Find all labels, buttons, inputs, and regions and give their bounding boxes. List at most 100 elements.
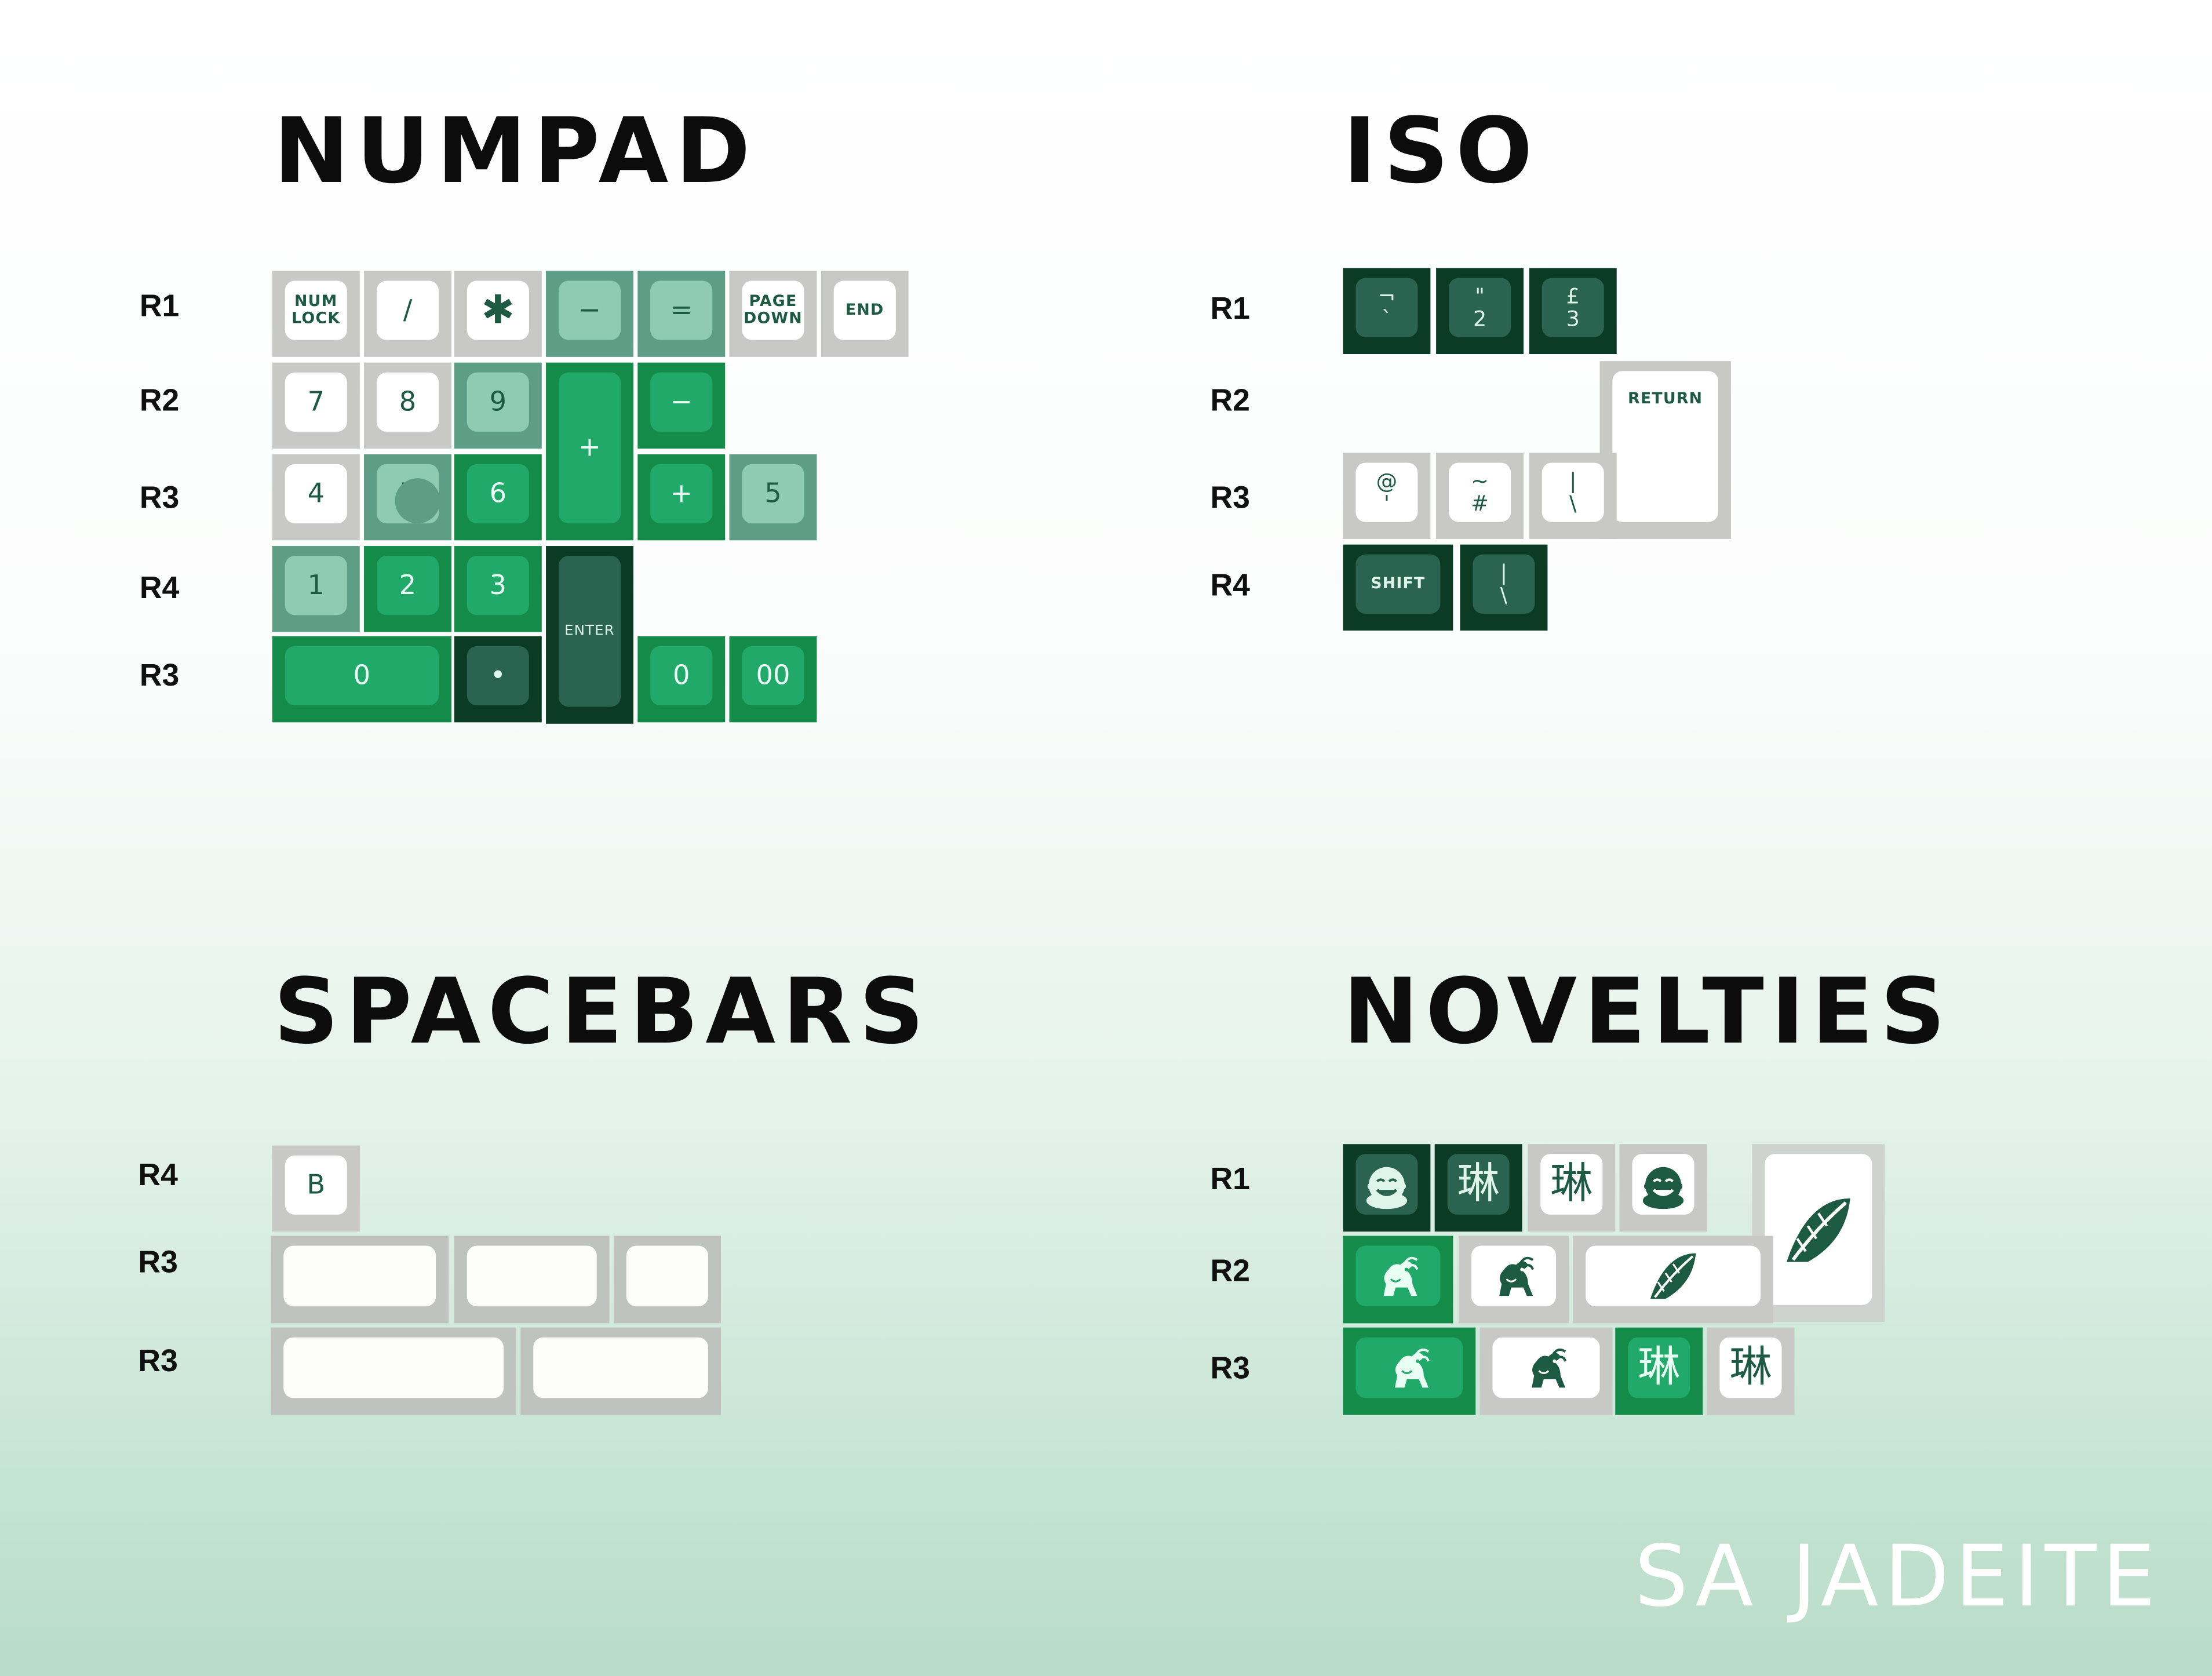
- spacebar-r3-b: [454, 1236, 610, 1324]
- buddha-icon: [1642, 1166, 1684, 1208]
- numpad-key-7-legend: 7: [285, 372, 347, 432]
- numpad-key-5-homing: 5: [364, 454, 451, 541]
- novelty-lin-green: 琳: [1615, 1327, 1703, 1415]
- numpad-r1-key-0-legend: NUM LOCK: [285, 280, 347, 340]
- novelty-lin-dark-legend: 琳: [1447, 1154, 1510, 1215]
- spacebar-b-key-legend: B: [285, 1155, 347, 1215]
- spacebars-title: SPACEBARS: [274, 960, 931, 1065]
- numpad-key-7: 7: [272, 362, 360, 449]
- numpad-key-8: 8: [364, 362, 451, 449]
- novelty-lin-light-2-legend: 琳: [1719, 1337, 1782, 1398]
- iso-r1-key-0-legend: ¬ `: [1355, 278, 1418, 337]
- numpad-key-3-legend: 3: [467, 556, 529, 615]
- numpad-r1-key-2: ✱: [454, 271, 542, 357]
- numpad-key-0: 0: [637, 636, 726, 723]
- spacebar-r3-b-legend: [467, 1245, 597, 1307]
- novelty-lin-light-legend: 琳: [1540, 1154, 1603, 1215]
- numpad-key-decimal: •: [454, 636, 542, 723]
- numpad-plus-tall: +: [546, 362, 634, 541]
- numpad-plus-legend: +: [650, 464, 713, 524]
- numpad-r1-key-3: −: [546, 271, 634, 357]
- numpad-plus-tall-legend: +: [558, 372, 621, 524]
- numpad-key-00: 00: [729, 636, 817, 723]
- numpad-key-2: 2: [364, 546, 451, 632]
- numpad-key-0-legend: 0: [650, 646, 713, 706]
- numpad-key-4: 4: [272, 454, 360, 541]
- numpad-r1-key-6-legend: END: [833, 280, 896, 340]
- spacebar-r3-wide-a: [271, 1327, 516, 1415]
- row-label-spacebars-2: R3: [138, 1343, 178, 1379]
- novelty-lin-light-2: 琳: [1707, 1327, 1795, 1415]
- iso-r1-key-0: ¬ `: [1343, 268, 1431, 355]
- row-label-novelties-0: R1: [1210, 1161, 1250, 1197]
- numpad-key-2-legend: 2: [376, 556, 439, 615]
- novelty-lin-dark: 琳: [1434, 1144, 1522, 1232]
- cabbage-icon: [1650, 1253, 1696, 1299]
- novelties-title: NOVELTIES: [1343, 960, 1952, 1065]
- row-label-numpad-1: R2: [139, 382, 180, 418]
- numpad-key-4-legend: 4: [285, 464, 347, 524]
- numpad-r1-key-6: END: [821, 271, 909, 357]
- numpad-r1-key-4-legend: =: [650, 280, 713, 340]
- cabbage-icon: [1787, 1197, 1850, 1262]
- numpad-r1-key-1-legend: /: [376, 280, 439, 340]
- numpad-key-1: 1: [272, 546, 360, 632]
- row-label-iso-1: R2: [1210, 382, 1250, 418]
- spacebar-b-key: B: [272, 1145, 360, 1232]
- novelty-cabbage-tall-legend: [1765, 1154, 1872, 1305]
- numpad-key-5-alt: 5: [729, 454, 817, 541]
- numpad-minus-legend: −: [650, 372, 713, 432]
- row-label-spacebars-1: R3: [138, 1244, 178, 1280]
- novelty-qilin-green-legend: [1355, 1245, 1441, 1307]
- iso-r3-key-2: | \: [1529, 453, 1617, 539]
- numpad-key-5-alt-legend: 5: [742, 464, 804, 524]
- numpad-key-0-wide-legend: 0: [285, 646, 439, 706]
- numpad-key-5-homing-legend: 5: [376, 464, 440, 524]
- numpad-minus: −: [637, 362, 726, 449]
- novelty-qilin-green-wide-legend: [1355, 1337, 1463, 1398]
- numpad-key-3: 3: [454, 546, 542, 632]
- iso-r4-key-1-legend: | \: [1473, 554, 1535, 614]
- spacebar-r3-a-legend: [283, 1245, 436, 1307]
- numpad-r1-key-4: =: [637, 271, 726, 357]
- novelty-lin-light: 琳: [1528, 1144, 1616, 1232]
- iso-r3-key-2-legend: | \: [1542, 462, 1604, 522]
- iso-r1-key-2: £ 3: [1529, 268, 1617, 355]
- novelty-buddha-light: [1619, 1144, 1707, 1232]
- novelty-cabbage-tall: [1752, 1144, 1885, 1322]
- numpad-r1-key-5-legend: PAGE DOWN: [742, 280, 804, 340]
- numpad-enter: ENTER: [546, 546, 634, 724]
- numpad-key-9-legend: 9: [467, 372, 529, 432]
- iso-r1-key-1-legend: " 2: [1449, 278, 1511, 337]
- iso-r3-key-1-legend: ~ #: [1449, 462, 1511, 522]
- iso-r3-key-1: ~ #: [1436, 453, 1524, 539]
- novelty-qilin-green-wide: [1343, 1327, 1476, 1415]
- spacebar-r3-c: [613, 1236, 721, 1324]
- novelty-qilin-light: [1459, 1236, 1569, 1324]
- novelty-qilin-light-wide-legend: [1492, 1337, 1600, 1398]
- numpad-r1-key-3-legend: −: [558, 280, 621, 340]
- iso-shift-key-legend: SHIFT: [1355, 554, 1441, 614]
- numpad-key-8-legend: 8: [376, 372, 439, 432]
- spacebar-r3-wide-b: [520, 1327, 721, 1415]
- numpad-enter-legend: ENTER: [558, 556, 621, 707]
- qilin-icon: [1490, 1252, 1538, 1300]
- numpad-title: NUMPAD: [274, 100, 757, 205]
- numpad-key-6-legend: 6: [467, 464, 529, 524]
- homing-dish: [395, 478, 440, 524]
- row-label-novelties-1: R2: [1210, 1252, 1250, 1288]
- qilin-icon: [1374, 1252, 1422, 1300]
- numpad-r1-key-0: NUM LOCK: [272, 271, 360, 357]
- iso-r4-key-1: | \: [1460, 544, 1548, 631]
- numpad-key-6: 6: [454, 454, 542, 541]
- row-label-numpad-3: R4: [139, 570, 180, 606]
- numpad-key-decimal-legend: •: [467, 646, 529, 706]
- numpad-key-1-legend: 1: [285, 556, 347, 615]
- spacebar-r3-a: [271, 1236, 449, 1324]
- qilin-icon: [1385, 1344, 1433, 1392]
- row-label-numpad-4: R3: [139, 657, 180, 693]
- buddha-icon: [1366, 1166, 1408, 1208]
- spacebar-r3-wide-b-legend: [533, 1337, 709, 1398]
- numpad-key-00-legend: 00: [742, 646, 804, 706]
